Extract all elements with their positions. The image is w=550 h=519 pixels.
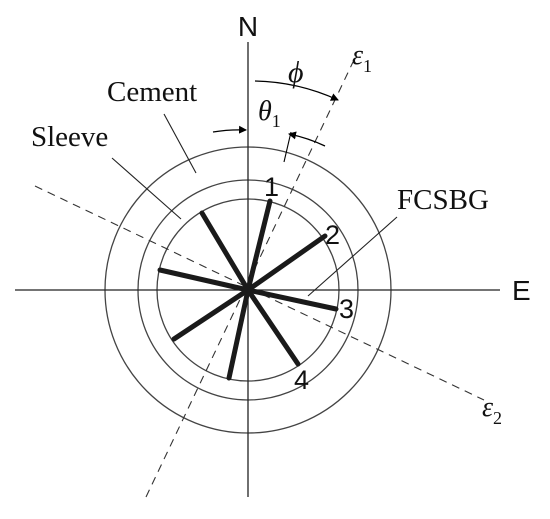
grating-bar-4 — [245, 287, 301, 367]
theta1-left-arc — [212, 125, 247, 134]
grating-label-3: 3 — [339, 294, 354, 324]
theta-symbol: θ — [258, 96, 272, 127]
grating-bar-7 — [157, 267, 251, 293]
grating-bar-8 — [199, 210, 251, 293]
grating-bar-3 — [245, 287, 339, 312]
grating-bar-6 — [171, 287, 251, 342]
fcsbg-label: FCSBG — [397, 184, 489, 216]
theta1-reference-tick — [283, 131, 292, 163]
theta-subscript: 1 — [272, 111, 281, 131]
grating-bar-2 — [245, 233, 328, 293]
grating-bars — [157, 198, 339, 381]
epsilon2-symbol: ε — [482, 392, 493, 423]
grating-bar-5 — [226, 287, 251, 381]
epsilon1-subscript: 1 — [363, 56, 372, 76]
epsilon1-label: ε1 — [352, 40, 372, 76]
epsilon1-symbol: ε — [352, 40, 363, 71]
epsilon2-subscript: 2 — [493, 408, 502, 428]
theta1-right-arc — [288, 131, 326, 147]
cement-label: Cement — [107, 76, 197, 108]
east-label: E — [512, 275, 531, 306]
grating-bar-1 — [245, 198, 273, 293]
sleeve-leader-line — [111, 157, 182, 220]
cement-leader-line — [163, 113, 197, 174]
grating-label-4: 4 — [294, 365, 309, 395]
phi-angle-arc — [254, 80, 339, 101]
theta1-label: θ1 — [258, 96, 281, 131]
north-label: N — [238, 11, 258, 42]
sleeve-label: Sleeve — [31, 121, 108, 153]
grating-label-2: 2 — [325, 220, 340, 250]
epsilon2-label: ε2 — [482, 392, 502, 428]
grating-label-1: 1 — [264, 172, 279, 202]
phi-label: ϕ — [288, 56, 304, 89]
fcsbg-leader-line — [307, 216, 398, 297]
